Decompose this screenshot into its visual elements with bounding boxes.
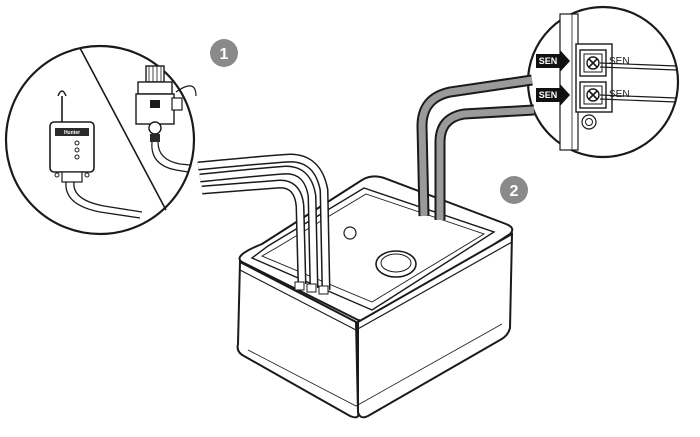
terminal-label-bottom: SEN (609, 89, 630, 100)
step-number-2: 2 (510, 183, 519, 200)
terminal-label-top: SEN (609, 56, 630, 67)
wireless-receiver-icon: Hunter (49, 90, 143, 219)
sen-tag-bottom-text: SEN (539, 90, 558, 100)
inset-divider (79, 47, 167, 211)
left-sensor-cable (197, 153, 331, 295)
junction-box (236, 175, 514, 419)
right-terminal-cable (416, 74, 535, 220)
rain-sensor-icon (135, 65, 197, 173)
terminal-screw-top-icon (579, 49, 607, 77)
terminal-screw-bottom-icon (579, 81, 607, 109)
step-badge-2: 2 (500, 176, 528, 204)
sen-tag-top: SEN (536, 50, 570, 72)
sen-tag-top-text: SEN (539, 56, 558, 66)
sen-tag-bottom: SEN (536, 84, 570, 106)
step-badge-1: 1 (210, 39, 238, 67)
svg-text:Hunter: Hunter (64, 130, 80, 136)
terminal-inset: SEN SEN SEN SEN (526, 5, 680, 159)
step-number-1: 1 (220, 46, 229, 63)
sensor-inset: Hunter (4, 44, 197, 236)
